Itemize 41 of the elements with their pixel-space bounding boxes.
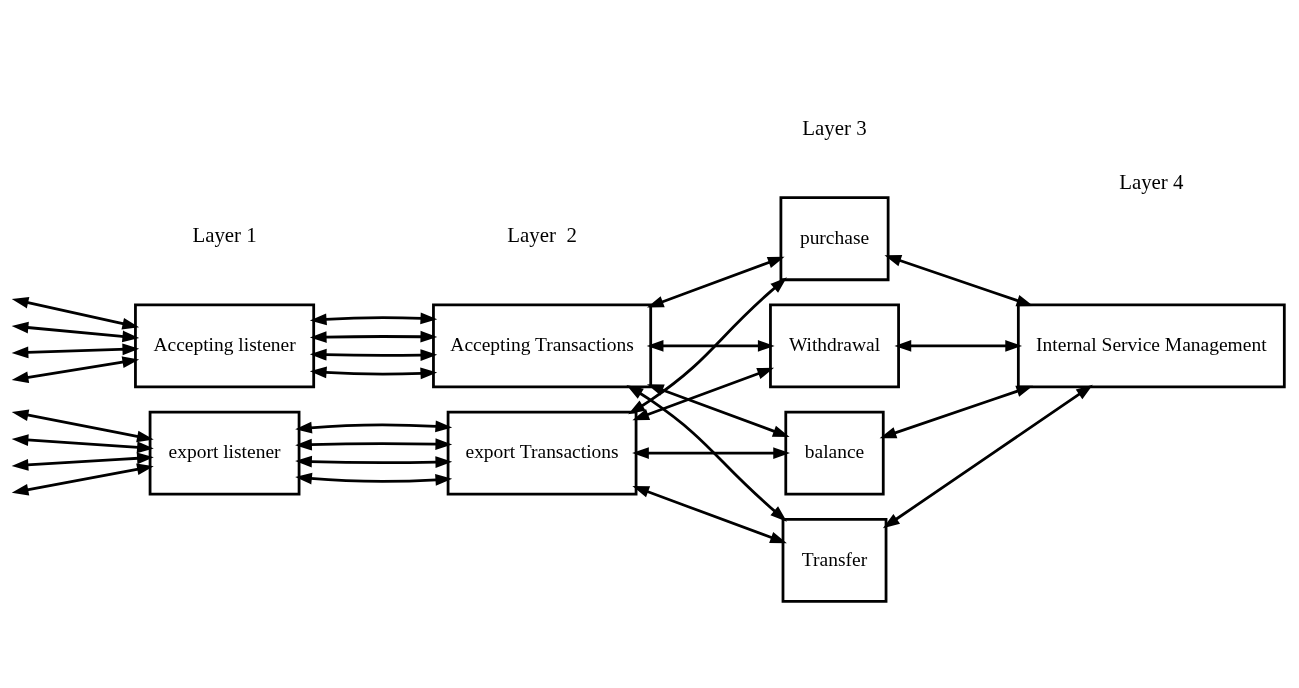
- arrow: [626, 384, 787, 522]
- node-box: export Transactions: [446, 410, 638, 496]
- arrow: [11, 296, 140, 329]
- arrow: [295, 472, 453, 486]
- node-box: balance: [784, 410, 885, 496]
- arrow: [11, 433, 154, 453]
- arrow: [309, 348, 438, 361]
- node-box: Internal Service Management: [1016, 302, 1286, 388]
- arrow: [646, 339, 775, 352]
- arrow: [11, 355, 140, 383]
- node-box: purchase: [779, 195, 890, 281]
- arrow: [309, 330, 438, 343]
- arrow: [11, 321, 140, 342]
- node-box: Accepting Transactions: [432, 302, 653, 388]
- arrow: [11, 463, 154, 496]
- label: Layer 3: [802, 115, 867, 140]
- label: Layer 1: [192, 222, 257, 247]
- node-box: Accepting listener: [134, 302, 316, 388]
- arrow: [309, 312, 438, 325]
- arrow: [632, 485, 787, 543]
- arrow: [632, 367, 775, 420]
- label: Layer 2: [507, 222, 577, 247]
- arrow: [295, 455, 453, 468]
- arrow: [11, 451, 154, 471]
- arrow: [882, 384, 1093, 528]
- arrow: [628, 276, 787, 414]
- arrow: [295, 437, 453, 450]
- arrow: [295, 420, 453, 433]
- arrow: [11, 342, 140, 358]
- arrow: [632, 446, 790, 459]
- arrow: [646, 256, 785, 308]
- arrow: [646, 383, 790, 437]
- arrow: [309, 366, 438, 379]
- node-box: Transfer: [781, 517, 888, 603]
- arrow: [879, 385, 1034, 438]
- node-box: export listener: [148, 410, 301, 496]
- arrow: [11, 408, 154, 442]
- arrow: [894, 339, 1023, 352]
- node-box: Withdrawal: [769, 302, 900, 388]
- label: Layer 4: [1119, 169, 1184, 194]
- arrow: [884, 254, 1034, 306]
